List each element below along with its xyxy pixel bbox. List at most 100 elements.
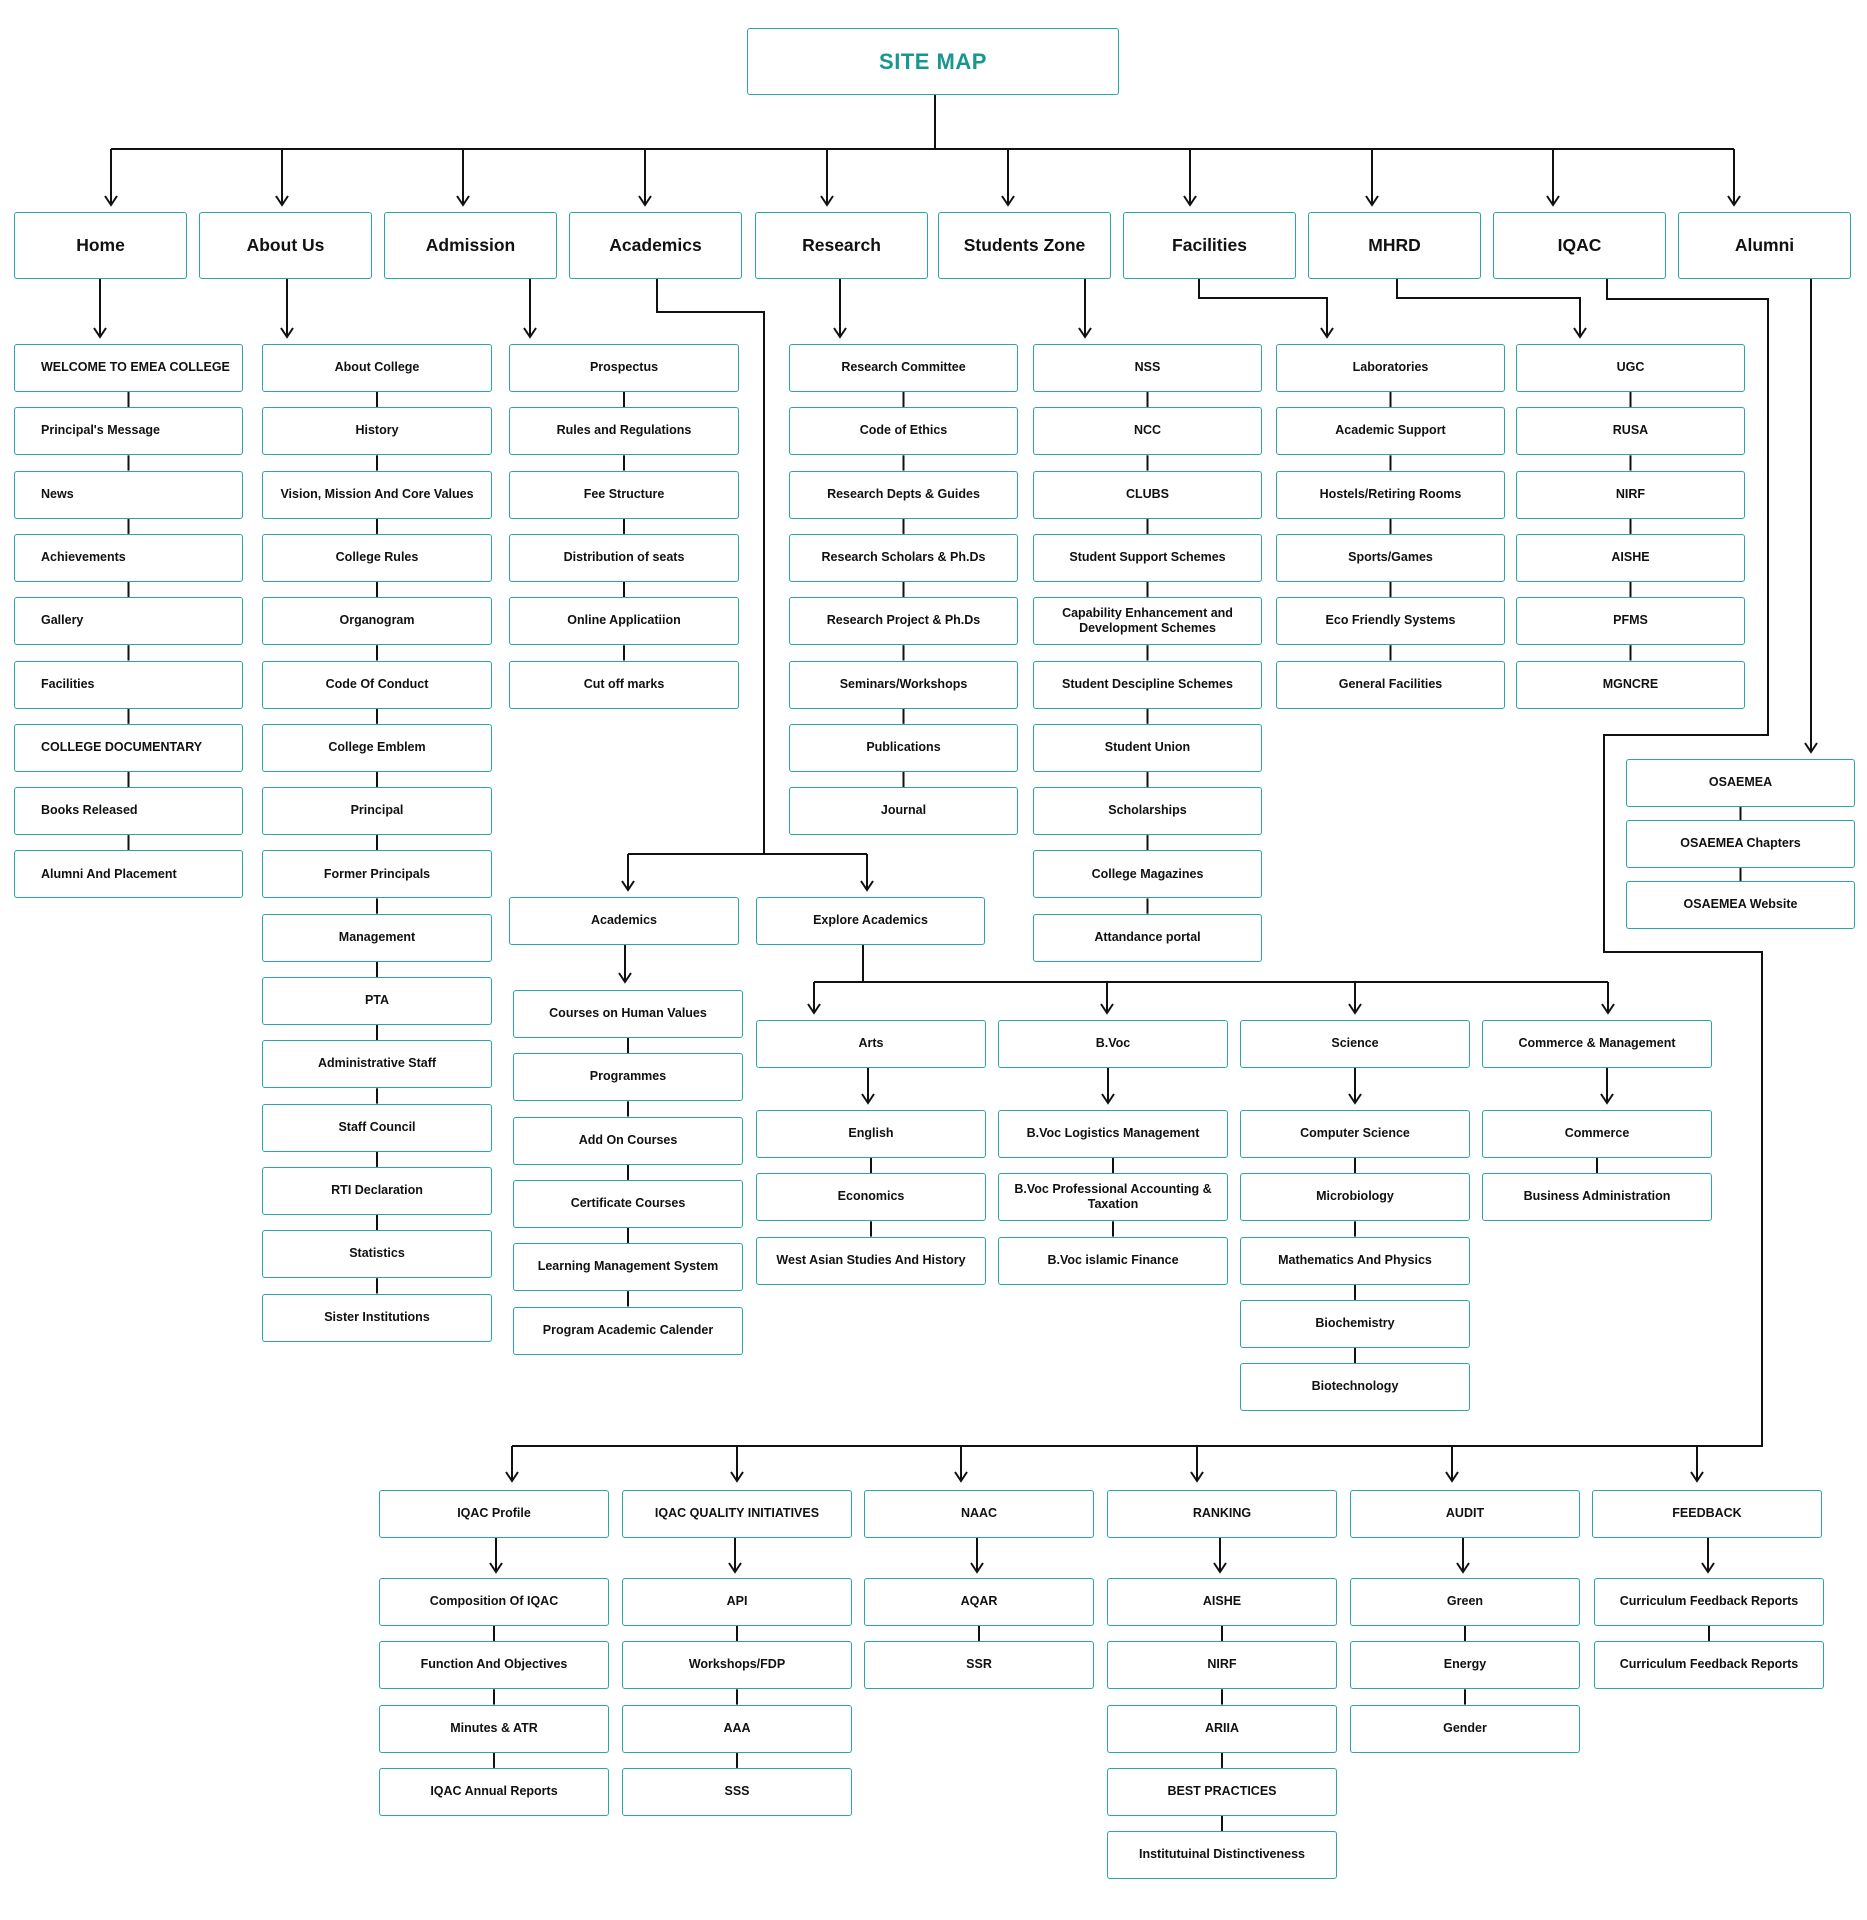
node-minutes-and-atr[interactable]: Minutes & ATR — [379, 1704, 609, 1753]
node-pta[interactable]: PTA — [262, 977, 492, 1025]
node-staff-council[interactable]: Staff Council — [262, 1103, 492, 1152]
node-commerce[interactable]: Commerce — [1482, 1110, 1712, 1158]
node-b-voc-professional-accounting-and-taxation[interactable]: B.Voc Professional Accounting & Taxation — [998, 1173, 1228, 1222]
node-academic-support[interactable]: Academic Support — [1276, 407, 1505, 456]
node-ssr[interactable]: SSR — [864, 1641, 1094, 1690]
node-certificate-courses[interactable]: Certificate Courses — [513, 1179, 743, 1228]
node-administrative-staff[interactable]: Administrative Staff — [262, 1040, 492, 1089]
node-iqac[interactable]: IQAC — [1493, 212, 1666, 279]
node-college-magazines[interactable]: College Magazines — [1033, 850, 1262, 899]
node-gender[interactable]: Gender — [1350, 1704, 1580, 1753]
node-composition-of-iqac[interactable]: Composition Of IQAC — [379, 1578, 609, 1626]
node-home[interactable]: Home — [14, 212, 187, 279]
node-research-committee[interactable]: Research Committee — [789, 344, 1018, 392]
node-ariia[interactable]: ARIIA — [1107, 1704, 1337, 1753]
node-ranking[interactable]: RANKING — [1107, 1490, 1337, 1538]
node-b-voc-islamic-finance[interactable]: B.Voc islamic Finance — [998, 1236, 1228, 1285]
node-courses-on-human-values[interactable]: Courses on Human Values — [513, 990, 743, 1038]
node-b-voc-logistics-management[interactable]: B.Voc Logistics Management — [998, 1110, 1228, 1158]
node-alumni-and-placement[interactable]: Alumni And Placement — [14, 850, 243, 899]
node-attandance-portal[interactable]: Attandance portal — [1033, 913, 1262, 962]
node-principal-s-message[interactable]: Principal's Message — [14, 407, 243, 456]
node-commerce-and-management[interactable]: Commerce & Management — [1482, 1020, 1712, 1068]
node-feedback[interactable]: FEEDBACK — [1592, 1490, 1822, 1538]
node-code-of-conduct[interactable]: Code Of Conduct — [262, 660, 492, 709]
node-alumni[interactable]: Alumni — [1678, 212, 1851, 279]
node-business-administration[interactable]: Business Administration — [1482, 1173, 1712, 1222]
node-rusa[interactable]: RUSA — [1516, 407, 1745, 456]
node-college-documentary[interactable]: COLLEGE DOCUMENTARY — [14, 723, 243, 772]
node-history[interactable]: History — [262, 407, 492, 456]
node-clubs[interactable]: CLUBS — [1033, 470, 1262, 519]
node-curriculum-feedback-reports[interactable]: Curriculum Feedback Reports — [1594, 1578, 1824, 1626]
node-research-project-and-ph-ds[interactable]: Research Project & Ph.Ds — [789, 597, 1018, 646]
node-english[interactable]: English — [756, 1110, 986, 1158]
node-distribution-of-seats[interactable]: Distribution of seats — [509, 533, 739, 582]
node-facilities[interactable]: Facilities — [1123, 212, 1296, 279]
node-b-voc[interactable]: B.Voc — [998, 1020, 1228, 1068]
node-workshops-fdp[interactable]: Workshops/FDP — [622, 1641, 852, 1690]
node-student-support-schemes[interactable]: Student Support Schemes — [1033, 533, 1262, 582]
node-programmes[interactable]: Programmes — [513, 1053, 743, 1102]
node-nss[interactable]: NSS — [1033, 344, 1262, 392]
node-api[interactable]: API — [622, 1578, 852, 1626]
node-laboratories[interactable]: Laboratories — [1276, 344, 1505, 392]
node-institutuinal-distinctiveness[interactable]: Institutuinal Distinctiveness — [1107, 1831, 1337, 1880]
node-explore-academics[interactable]: Explore Academics — [756, 897, 985, 945]
node-hostels-retiring-rooms[interactable]: Hostels/Retiring Rooms — [1276, 470, 1505, 519]
node-program-academic-calender[interactable]: Program Academic Calender — [513, 1306, 743, 1355]
node-prospectus[interactable]: Prospectus — [509, 344, 739, 392]
node-welcome-to-emea-college[interactable]: WELCOME TO EMEA COLLEGE — [14, 344, 243, 392]
node-online-applicatiion[interactable]: Online Applicatiion — [509, 597, 739, 646]
node-osaemea-website[interactable]: OSAEMEA Website — [1626, 881, 1855, 929]
node-ugc[interactable]: UGC — [1516, 344, 1745, 392]
node-news[interactable]: News — [14, 470, 243, 519]
node-aishe[interactable]: AISHE — [1107, 1578, 1337, 1626]
node-research-scholars-and-ph-ds[interactable]: Research Scholars & Ph.Ds — [789, 533, 1018, 582]
node-rules-and-regulations[interactable]: Rules and Regulations — [509, 407, 739, 456]
node-science[interactable]: Science — [1240, 1020, 1470, 1068]
node-college-emblem[interactable]: College Emblem — [262, 723, 492, 772]
node-audit[interactable]: AUDIT — [1350, 1490, 1580, 1538]
node-economics[interactable]: Economics — [756, 1173, 986, 1222]
node-nirf[interactable]: NIRF — [1516, 470, 1745, 519]
node-admission[interactable]: Admission — [384, 212, 557, 279]
node-osaemea[interactable]: OSAEMEA — [1626, 759, 1855, 807]
node-function-and-objectives[interactable]: Function And Objectives — [379, 1641, 609, 1690]
node-management[interactable]: Management — [262, 913, 492, 962]
node-learning-management-system[interactable]: Learning Management System — [513, 1243, 743, 1292]
node-rti-declaration[interactable]: RTI Declaration — [262, 1166, 492, 1215]
node-research[interactable]: Research — [755, 212, 928, 279]
node-former-principals[interactable]: Former Principals — [262, 850, 492, 899]
node-nirf[interactable]: NIRF — [1107, 1641, 1337, 1690]
node-scholarships[interactable]: Scholarships — [1033, 787, 1262, 836]
node-achievements[interactable]: Achievements — [14, 533, 243, 582]
node-green[interactable]: Green — [1350, 1578, 1580, 1626]
node-sss[interactable]: SSS — [622, 1767, 852, 1816]
node-sports-games[interactable]: Sports/Games — [1276, 533, 1505, 582]
node-publications[interactable]: Publications — [789, 723, 1018, 772]
node-facilities[interactable]: Facilities — [14, 660, 243, 709]
node-mgncre[interactable]: MGNCRE — [1516, 660, 1745, 709]
node-biotechnology[interactable]: Biotechnology — [1240, 1363, 1470, 1412]
node-best-practices[interactable]: BEST PRACTICES — [1107, 1767, 1337, 1816]
node-about-college[interactable]: About College — [262, 344, 492, 392]
node-computer-science[interactable]: Computer Science — [1240, 1110, 1470, 1158]
node-aaa[interactable]: AAA — [622, 1704, 852, 1753]
node-statistics[interactable]: Statistics — [262, 1230, 492, 1279]
node-west-asian-studies-and-history[interactable]: West Asian Studies And History — [756, 1236, 986, 1285]
node-seminars-workshops[interactable]: Seminars/Workshops — [789, 660, 1018, 709]
node-aqar[interactable]: AQAR — [864, 1578, 1094, 1626]
node-energy[interactable]: Energy — [1350, 1641, 1580, 1690]
node-academics[interactable]: Academics — [509, 897, 739, 945]
node-mhrd[interactable]: MHRD — [1308, 212, 1481, 279]
node-student-descipline-schemes[interactable]: Student Descipline Schemes — [1033, 660, 1262, 709]
node-biochemistry[interactable]: Biochemistry — [1240, 1299, 1470, 1348]
node-general-facilities[interactable]: General Facilities — [1276, 660, 1505, 709]
node-gallery[interactable]: Gallery — [14, 597, 243, 646]
node-fee-structure[interactable]: Fee Structure — [509, 470, 739, 519]
node-students-zone[interactable]: Students Zone — [938, 212, 1111, 279]
node-iqac-quality-initiatives[interactable]: IQAC QUALITY INITIATIVES — [622, 1490, 852, 1538]
node-iqac-profile[interactable]: IQAC Profile — [379, 1490, 609, 1538]
node-code-of-ethics[interactable]: Code of Ethics — [789, 407, 1018, 456]
